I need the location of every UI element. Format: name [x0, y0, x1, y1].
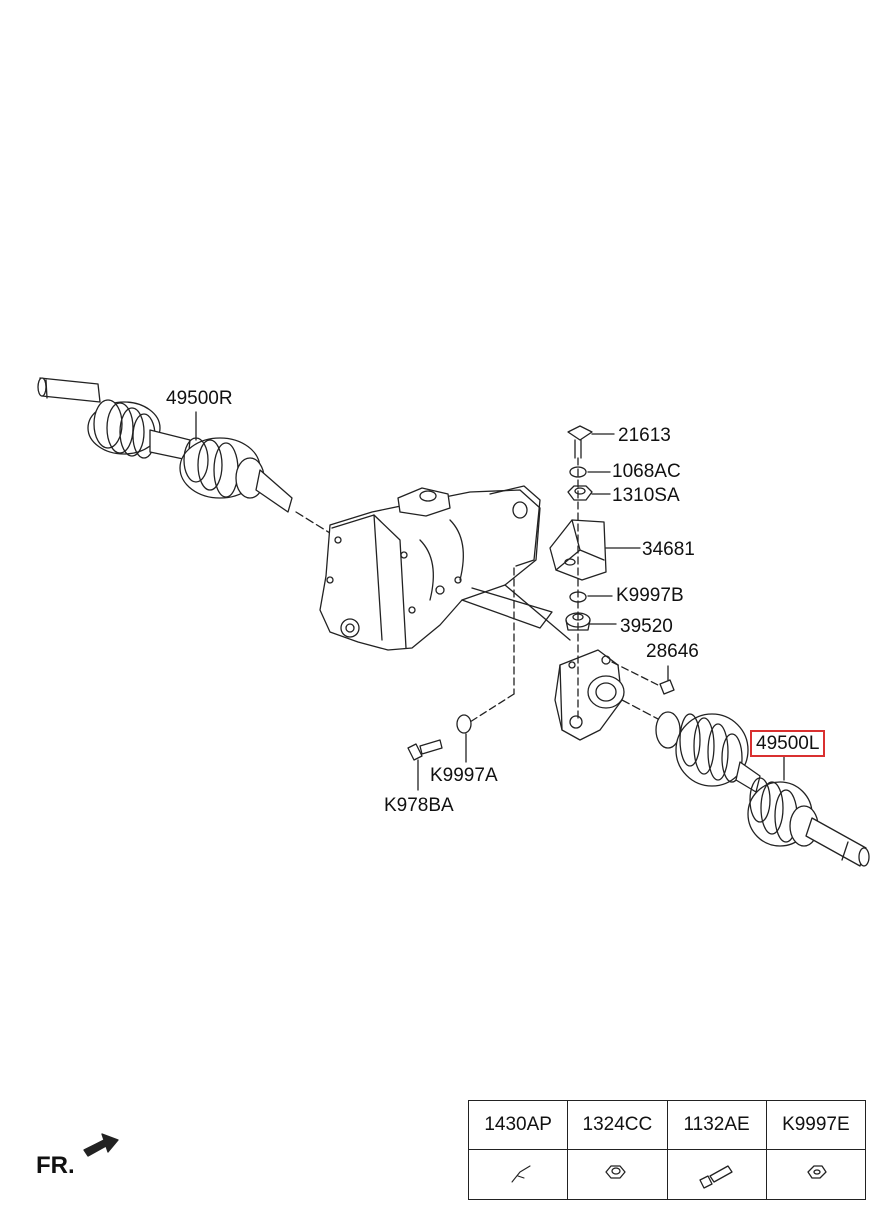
part-cell-1324cc[interactable]: 1324CC	[567, 1100, 668, 1150]
callout-k9997a[interactable]: K9997A	[430, 765, 498, 786]
right-drive-shaft[interactable]	[37, 377, 339, 539]
callout-1068ac[interactable]: 1068AC	[612, 461, 681, 482]
callout-21613[interactable]: 21613	[618, 425, 671, 446]
front-indicator-label: FR.	[36, 1152, 75, 1179]
callout-leader-lines	[195, 411, 785, 791]
bolt-k978ba-shape[interactable]	[407, 739, 443, 761]
callout-39520[interactable]: 39520	[620, 616, 673, 637]
callout-49500l-highlighted[interactable]: 49500L	[750, 730, 826, 757]
part-cell-1132ae[interactable]: 1132AE	[666, 1100, 767, 1150]
bearing-bracket[interactable]	[554, 649, 625, 741]
icon-cell-k9997e	[765, 1149, 867, 1200]
left-drive-shaft[interactable]	[621, 699, 870, 867]
icon-cell-1324cc	[567, 1149, 668, 1200]
callout-k9997b[interactable]: K9997B	[616, 585, 684, 606]
callout-28646[interactable]: 28646	[646, 641, 699, 662]
callout-34681[interactable]: 34681	[642, 539, 695, 560]
callout-1310sa[interactable]: 1310SA	[612, 485, 680, 506]
washer-k9997a-shape[interactable]	[456, 714, 472, 734]
front-arrow-icon	[83, 1133, 119, 1157]
callout-49500r[interactable]: 49500R	[166, 388, 233, 409]
icon-cell-1132ae	[666, 1149, 767, 1200]
icon-cell-1430ap	[467, 1149, 569, 1200]
bolt-21613-shape[interactable]	[567, 425, 593, 459]
assembly-guide-lines	[469, 457, 661, 723]
nut-1310sa-shape[interactable]	[567, 485, 593, 501]
part-cell-1430ap[interactable]: 1430AP	[467, 1100, 569, 1150]
differential-housing[interactable]	[319, 485, 571, 651]
part-cell-k9997e[interactable]: K9997E	[765, 1100, 867, 1150]
callout-k978ba[interactable]: K978BA	[384, 795, 454, 816]
parts-table: 1430AP 1324CC 1132AE K9997E	[467, 1100, 867, 1200]
plug-28646-shape[interactable]	[659, 679, 675, 695]
